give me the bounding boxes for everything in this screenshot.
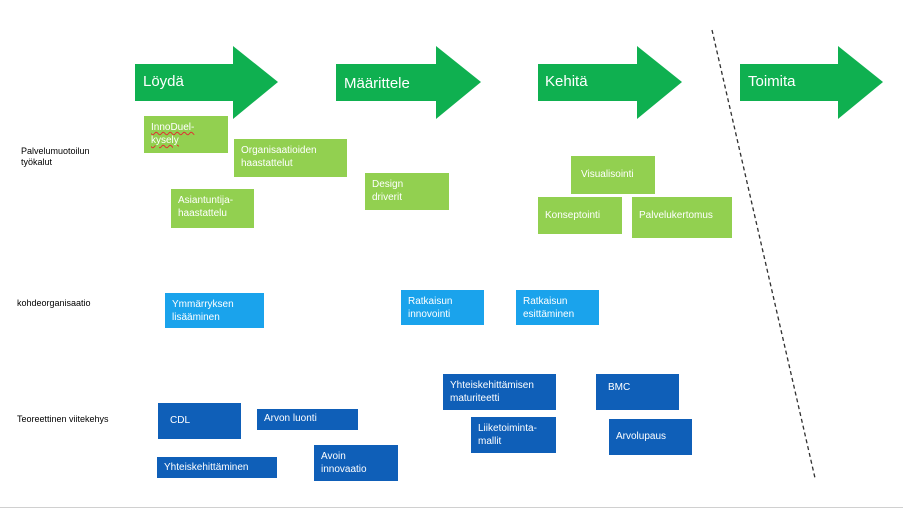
phase-arrow-maarittele: Määrittele xyxy=(336,46,481,119)
phase-label: Löydä xyxy=(143,73,184,90)
box-liiketoimintamallit: Liiketoiminta- mallit xyxy=(471,417,556,453)
box-yhteiskehittaminen: Yhteiskehittäminen xyxy=(157,457,277,478)
row-label-tools: Palvelumuotoilun työkalut xyxy=(21,146,90,167)
phase-arrow-kehita: Kehitä xyxy=(538,46,682,119)
row-label-theory: Teoreettinen viitekehys xyxy=(17,414,109,424)
arrow-shape xyxy=(336,46,481,119)
phase-label: Määrittele xyxy=(344,75,410,92)
box-ratkaisun-esittaminen: Ratkaisun esittäminen xyxy=(516,290,599,325)
box-bmc: BMC xyxy=(596,374,679,410)
box-organisaatiot: Organisaatioiden haastattelut xyxy=(234,139,347,177)
arrow-shape xyxy=(135,46,278,119)
box-arvolupaus: Arvolupaus xyxy=(609,419,692,455)
phase-arrow-loyda: Löydä xyxy=(135,46,278,119)
box-design-driverit: Design driverit xyxy=(365,173,449,210)
phase-arrow-toimita: Toimita xyxy=(740,46,883,119)
phase-label: Kehitä xyxy=(545,73,588,90)
box-palvelukertomus: Palvelukertomus xyxy=(632,197,732,238)
box-ymmarryksen-lisaaminen: Ymmärryksen lisääminen xyxy=(165,293,264,328)
row-label-organization: kohdeorganisaatio xyxy=(17,298,91,308)
box-konseptointi: Konseptointi xyxy=(538,197,622,234)
box-innoduel: InnoDuel- kysely xyxy=(144,116,228,153)
box-cdl: CDL xyxy=(158,403,241,439)
box-avoin-innovaatio: Avoin innovaatio xyxy=(314,445,398,481)
box-text: InnoDuel- kysely xyxy=(151,122,195,146)
slide-bottom-edge xyxy=(0,507,903,508)
box-visualisointi: Visualisointi xyxy=(571,156,655,194)
box-ratkaisun-innovointi: Ratkaisun innovointi xyxy=(401,290,484,325)
box-arvon-luonti: Arvon luonti xyxy=(257,409,358,430)
box-asiantuntija: Asiantuntija- haastattelu xyxy=(171,189,254,228)
box-yhteiskehittamisen-maturiteetti: Yhteiskehittämisen maturiteetti xyxy=(443,374,556,410)
arrow-shape xyxy=(740,46,883,119)
arrow-shape xyxy=(538,46,682,119)
phase-label: Toimita xyxy=(748,73,796,90)
